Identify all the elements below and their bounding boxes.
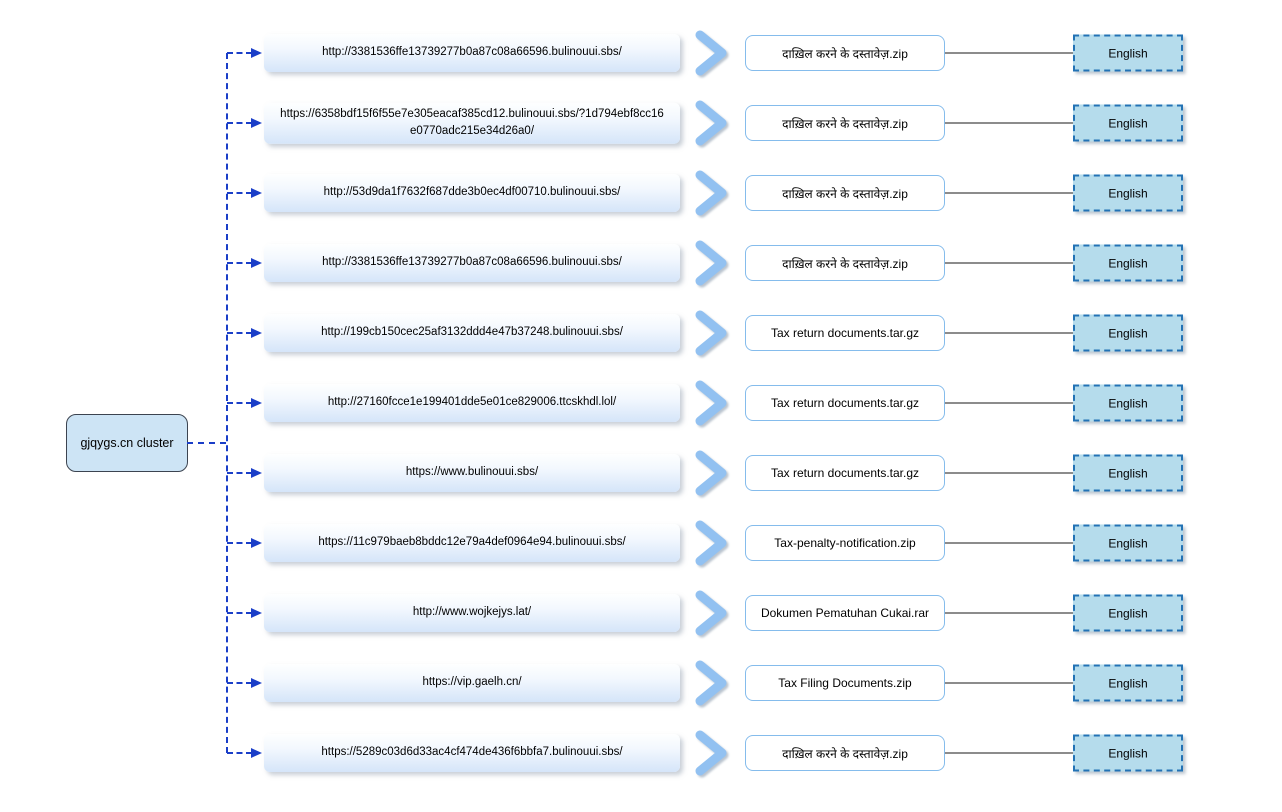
url-node[interactable]: http://199cb150cec25af3132ddd4e47b37248.…	[264, 314, 680, 352]
url-node[interactable]: https://www.bulinouui.sbs/	[264, 454, 680, 492]
chevron-right-icon	[695, 380, 727, 426]
arrowhead-icon	[251, 328, 262, 338]
chevron-right-icon	[695, 450, 727, 496]
language-node[interactable]: English	[1073, 664, 1183, 702]
file-language-connector	[945, 262, 1073, 264]
dashed-branch-connector	[227, 402, 252, 404]
arrowhead-icon	[251, 118, 262, 128]
file-node[interactable]: Tax return documents.tar.gz	[745, 455, 945, 491]
language-node[interactable]: English	[1073, 454, 1183, 492]
language-node[interactable]: English	[1073, 104, 1183, 142]
language-node[interactable]: English	[1073, 314, 1183, 352]
url-node[interactable]: http://53d9da1f7632f687dde3b0ec4df00710.…	[264, 174, 680, 212]
file-language-connector	[945, 52, 1073, 54]
file-language-connector	[945, 682, 1073, 684]
file-language-connector	[945, 122, 1073, 124]
file-node[interactable]: Dokumen Pematuhan Cukai.rar	[745, 595, 945, 631]
chevron-right-icon	[695, 660, 727, 706]
file-node[interactable]: दाख़िल करने के दस्तावेज़.zip	[745, 735, 945, 771]
url-node[interactable]: https://6358bdf15f6f55e7e305eacaf385cd12…	[264, 102, 680, 144]
arrowhead-icon	[251, 48, 262, 58]
url-node[interactable]: https://11c979baeb8bddc12e79a4def0964e94…	[264, 524, 680, 562]
dashed-branch-connector	[227, 122, 252, 124]
chevron-right-icon	[695, 520, 727, 566]
file-node[interactable]: Tax Filing Documents.zip	[745, 665, 945, 701]
arrowhead-icon	[251, 608, 262, 618]
url-node[interactable]: https://vip.gaelh.cn/	[264, 664, 680, 702]
arrowhead-icon	[251, 468, 262, 478]
file-language-connector	[945, 542, 1073, 544]
dashed-branch-connector	[227, 472, 252, 474]
file-node[interactable]: दाख़िल करने के दस्तावेज़.zip	[745, 35, 945, 71]
dashed-branch-connector	[227, 262, 252, 264]
dashed-branch-connector	[227, 682, 252, 684]
arrowhead-icon	[251, 748, 262, 758]
chevron-right-icon	[695, 240, 727, 286]
language-node[interactable]: English	[1073, 384, 1183, 422]
arrowhead-icon	[251, 258, 262, 268]
language-node[interactable]: English	[1073, 594, 1183, 632]
chevron-right-icon	[695, 590, 727, 636]
dashed-branch-connector	[227, 192, 252, 194]
file-language-connector	[945, 752, 1073, 754]
chevron-right-icon	[695, 100, 727, 146]
file-language-connector	[945, 192, 1073, 194]
chevron-right-icon	[695, 730, 727, 776]
dashed-branch-connector	[227, 752, 252, 754]
url-node[interactable]: http://27160fcce1e199401dde5e01ce829006.…	[264, 384, 680, 422]
language-node[interactable]: English	[1073, 174, 1183, 212]
dashed-branch-connector	[227, 52, 252, 54]
file-node[interactable]: दाख़िल करने के दस्तावेज़.zip	[745, 105, 945, 141]
language-node[interactable]: English	[1073, 524, 1183, 562]
arrowhead-icon	[251, 188, 262, 198]
file-language-connector	[945, 332, 1073, 334]
language-node[interactable]: English	[1073, 734, 1183, 772]
dashed-branch-connector	[227, 332, 252, 334]
language-node[interactable]: English	[1073, 34, 1183, 72]
chevron-right-icon	[695, 170, 727, 216]
language-node[interactable]: English	[1073, 244, 1183, 282]
file-node[interactable]: Tax return documents.tar.gz	[745, 315, 945, 351]
cluster-root-node[interactable]: gjqygs.cn cluster	[66, 414, 188, 472]
url-node[interactable]: http://3381536ffe13739277b0a87c08a66596.…	[264, 244, 680, 282]
url-node[interactable]: http://3381536ffe13739277b0a87c08a66596.…	[264, 34, 680, 72]
dashed-branch-connector	[227, 612, 252, 614]
url-node[interactable]: http://www.wojkejys.lat/	[264, 594, 680, 632]
file-node[interactable]: दाख़िल करने के दस्तावेज़.zip	[745, 175, 945, 211]
arrowhead-icon	[251, 538, 262, 548]
chevron-right-icon	[695, 310, 727, 356]
dashed-branch-connector	[227, 542, 252, 544]
file-language-connector	[945, 472, 1073, 474]
cluster-dashed-connector	[187, 442, 226, 444]
file-node[interactable]: Tax-penalty-notification.zip	[745, 525, 945, 561]
file-node[interactable]: Tax return documents.tar.gz	[745, 385, 945, 421]
file-language-connector	[945, 402, 1073, 404]
arrowhead-icon	[251, 678, 262, 688]
file-language-connector	[945, 612, 1073, 614]
chevron-right-icon	[695, 30, 727, 76]
arrowhead-icon	[251, 398, 262, 408]
file-node[interactable]: दाख़िल करने के दस्तावेज़.zip	[745, 245, 945, 281]
url-node[interactable]: https://5289c03d6d33ac4cf474de436f6bbfa7…	[264, 734, 680, 772]
